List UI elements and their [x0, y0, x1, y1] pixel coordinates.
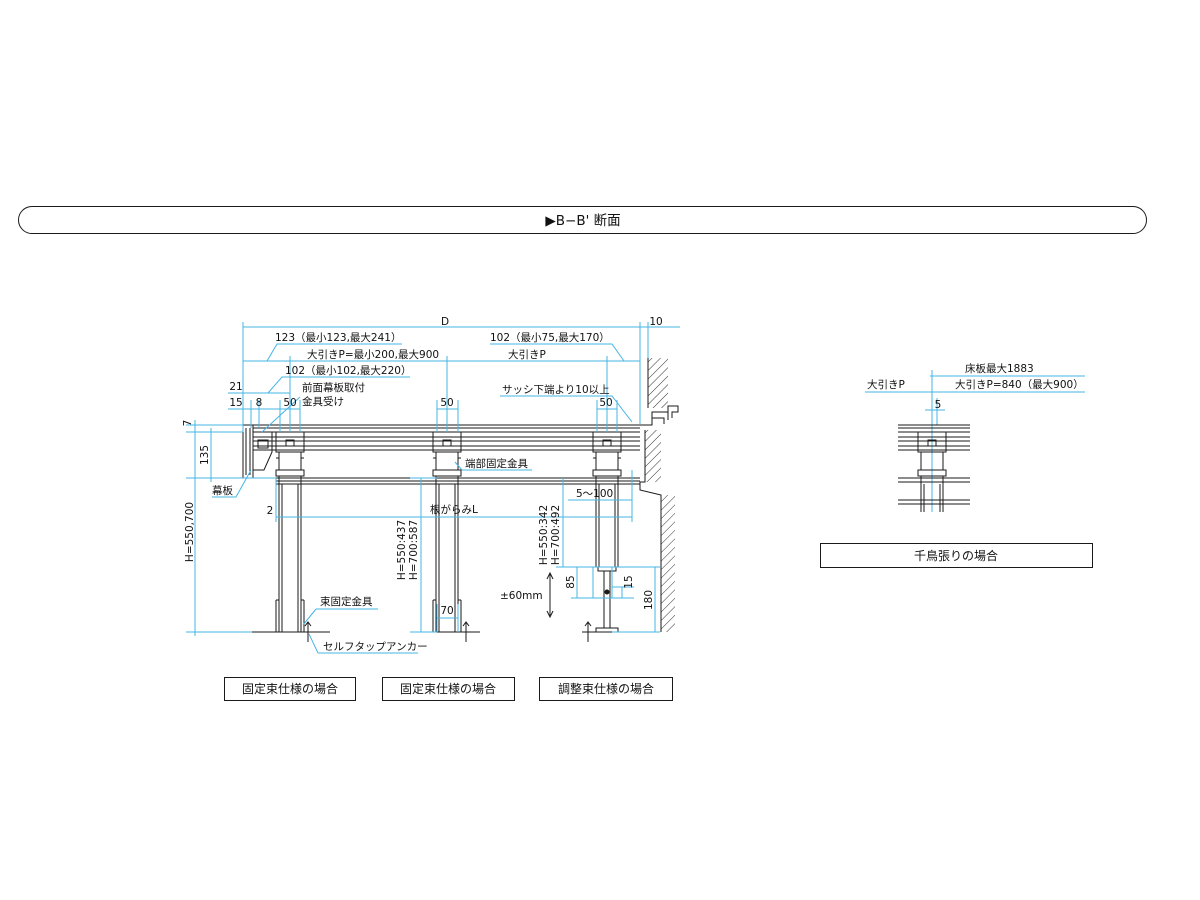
foundation-hatch [661, 495, 675, 632]
caption-fixed-1: 固定束仕様の場合 [224, 677, 356, 701]
section-header: ▶B−B' 断面 [18, 206, 1147, 234]
wall-lower-hatch [645, 430, 661, 482]
staggered-joist [898, 436, 970, 451]
dim-85-label: 85 [565, 575, 577, 588]
dim-board-7-label: 7 [182, 420, 194, 427]
dim-depth-label: D [441, 316, 449, 328]
staggered-post [920, 476, 944, 512]
dim-height-fixed-550: H=550:437 [396, 520, 408, 580]
fascia-bracket-label-line1: 前面幕板取付 [302, 381, 365, 394]
post-head-bracket-3 [592, 432, 622, 477]
post-head-bracket-2 [432, 432, 462, 477]
fascia [242, 424, 273, 479]
staggered-section-drawing: 床板最大1883 大引きP 大引きP=840（最大900） 5 千鳥張りの場合 [820, 362, 1093, 568]
header-pill [18, 206, 1147, 234]
fascia-inner-lines [245, 428, 251, 475]
sash-clearance-label: サッシ下端より10以上 [502, 383, 610, 396]
staggered-post-head [917, 432, 947, 477]
dim-gap-label: 5〜100 [576, 488, 613, 500]
caption-fixed-2: 固定束仕様の場合 [382, 677, 515, 701]
staggered-brace [898, 477, 970, 505]
dim-pitch-left-label: 大引きP=最小200,最大900 [307, 348, 439, 361]
caption-box [539, 677, 673, 701]
caption-text: 固定束仕様の場合 [242, 681, 338, 696]
dimension-lines [186, 322, 680, 654]
adjust-range-label: ±60mm [500, 590, 543, 602]
post-head-bracket-1 [275, 432, 305, 477]
dim-15-label: 15 [229, 397, 242, 409]
caption-text: 千鳥張りの場合 [914, 548, 998, 563]
dim-post-width-3: 50 [599, 397, 612, 409]
floor-joist [253, 436, 640, 451]
fascia-board [242, 424, 254, 479]
dim-wall-gap-label: 10 [649, 316, 662, 328]
wall-outline [639, 358, 662, 632]
anchor-icon [304, 621, 592, 642]
sash-frame [640, 405, 679, 426]
adjuster-range-box [592, 566, 613, 599]
dim-21-label: 21 [229, 381, 242, 393]
post-fixed-1 [275, 476, 305, 632]
caption-text: 調整束仕様の場合 [558, 681, 654, 696]
building-wall [639, 358, 679, 632]
caption-box [224, 677, 356, 701]
caption-adjustable: 調整束仕様の場合 [539, 677, 673, 701]
adjuster-bolt [604, 589, 610, 595]
dim-rear-offset-label: 102（最小75,最大170） [490, 331, 610, 344]
post-adjustable-3 [595, 476, 619, 633]
staggered-pitch-label: 大引きP [867, 378, 905, 391]
caption-text: 固定束仕様の場合 [400, 681, 496, 696]
caption-staggered: 千鳥張りの場合 [820, 543, 1093, 568]
dim-15-adjuster-label: 15 [623, 575, 635, 588]
dim-fascia-offset-label: 102（最小102,最大220） [285, 364, 411, 377]
brace-label: 根がらみL [430, 503, 478, 516]
caption-box [382, 677, 515, 701]
fascia-bracket-label-line2: 金具受け [302, 395, 344, 408]
staggered-deck-boards [898, 424, 970, 433]
anchor-label: セルフタップアンカー [323, 641, 428, 653]
staggered-dim-5-label: 5 [935, 399, 942, 411]
board-max-label: 床板最大1883 [965, 362, 1034, 375]
fascia-label: 幕板 [212, 484, 233, 497]
section-title: ▶B−B' 断面 [545, 213, 620, 229]
dim-pitch-right-label: 大引きP [508, 348, 546, 361]
adjust-range-arrow [546, 571, 554, 619]
dim-post-width-2: 50 [440, 397, 453, 409]
staggered-pitch-value-label: 大引きP=840（最大900） [955, 378, 1084, 391]
fascia-bracket [253, 431, 273, 471]
dim-2-label: 2 [267, 505, 274, 517]
dim-post-width-1: 50 [283, 397, 296, 409]
dim-front-offset-label: 123（最小123,最大241） [275, 331, 401, 344]
dim-180-label: 180 [643, 590, 655, 610]
wall-upper-hatch [648, 358, 668, 408]
dim-8-label: 8 [256, 397, 263, 409]
post-bracket-label: 束固定金具 [320, 595, 373, 608]
end-bracket-label: 端部固定金具 [465, 457, 528, 470]
caption-box [820, 543, 1093, 568]
dim-70-label: 70 [440, 605, 453, 617]
main-section-drawing: D 10 123（最小123,最大241） 102（最小75,最大170） 大引… [182, 316, 680, 701]
dim-height-total-label: H=550,700 [184, 502, 196, 562]
dim-height-fixed-700: H=700:587 [408, 520, 420, 580]
dim-height-adjustable-700: H=700:492 [550, 505, 562, 565]
dim-135-label: 135 [199, 445, 211, 465]
ground-brace [276, 477, 640, 485]
dim-height-adjustable-550: H=550:342 [538, 505, 550, 565]
post-fixed-2 [432, 476, 462, 632]
